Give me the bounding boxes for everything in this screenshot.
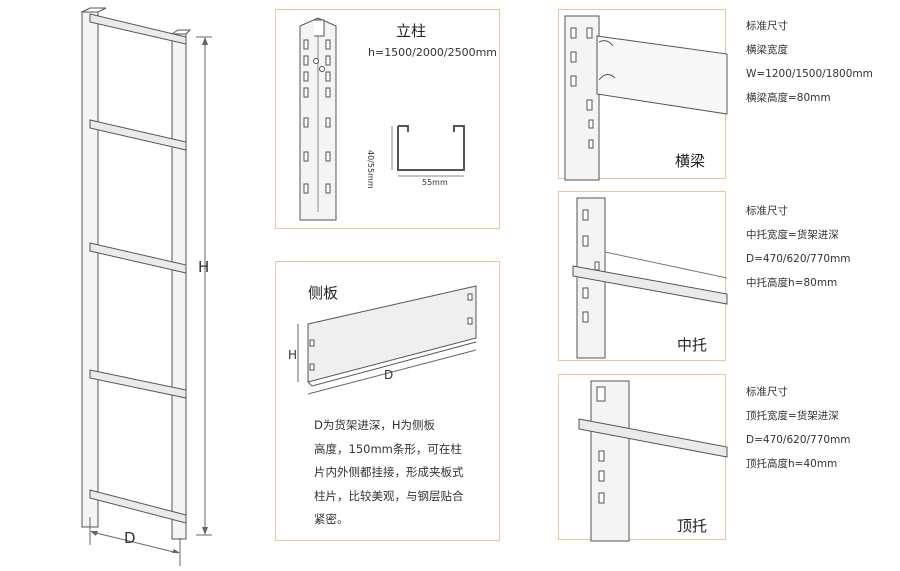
mid-spec-text: 标准尺寸 中托宽度=货架进深 D=470/620/770mm 中托高度h=80m… xyxy=(746,199,851,295)
frame-height-label: H xyxy=(198,258,210,276)
note-line: 高度，150mm条形，可在柱 xyxy=(314,441,462,456)
upright-frame-drawing xyxy=(81,7,212,566)
column-title: 立柱 xyxy=(396,22,427,40)
spec-line: 横梁宽度 xyxy=(746,44,788,56)
note-line: D为货架进深，H为侧板 xyxy=(314,418,436,432)
side-plate-depth-label: D xyxy=(384,368,394,382)
side-plate-note: D为货架进深，H为侧板 高度，150mm条形，可在柱 片内外侧都挂接，形成夹板式… xyxy=(314,414,464,532)
side-plate-title: 侧板 xyxy=(308,284,339,302)
column-panel: 立柱 h=1500/2000/2500mm 40/55mm 55mm xyxy=(275,9,500,229)
top-bracket-drawing xyxy=(578,380,728,542)
beam-drawing xyxy=(564,15,728,181)
side-plate-height-label: H xyxy=(288,348,298,362)
mid-bracket-drawing xyxy=(572,197,728,359)
spec-line: 横梁高度=80mm xyxy=(746,92,831,104)
side-plate-drawing xyxy=(297,285,477,395)
spec-line: 标准尺寸 xyxy=(746,20,788,32)
top-bracket-title: 顶托 xyxy=(677,517,708,535)
spec-line: D=470/620/770mm xyxy=(746,253,851,265)
spec-line: 标准尺寸 xyxy=(746,386,788,398)
spec-line: 顶托宽度=货架进深 xyxy=(746,410,839,422)
spec-line: D=470/620/770mm xyxy=(746,434,851,446)
beam-spec-text: 标准尺寸 横梁宽度 W=1200/1500/1800mm 横梁高度=80mm xyxy=(746,14,873,110)
spec-line: 顶托高度h=40mm xyxy=(746,458,838,470)
column-height-spec: h=1500/2000/2500mm xyxy=(368,46,498,59)
mid-bracket-panel: 中托 xyxy=(558,191,728,361)
side-plate-panel: 侧板 H D D为货架进深，H为侧板 高度，150mm条形，可在柱 片内外侧都挂… xyxy=(275,261,500,541)
column-drawing xyxy=(299,17,337,221)
column-section-drawing xyxy=(391,125,465,177)
spec-line: 中托高度h=80mm xyxy=(746,277,838,289)
mid-bracket-title: 中托 xyxy=(677,336,708,354)
note-line: 紧密。 xyxy=(314,512,349,526)
note-line: 柱片，比较美观，与钢层贴合 xyxy=(314,488,464,503)
note-line: 片内外侧都挂接，形成夹板式 xyxy=(314,465,464,479)
column-section-height: 40/55mm xyxy=(366,150,375,189)
column-section-width: 55mm xyxy=(422,178,448,187)
spec-line: 标准尺寸 xyxy=(746,205,788,217)
beam-panel: 横梁 xyxy=(558,9,728,181)
beam-title: 横梁 xyxy=(675,152,706,170)
top-bracket-panel: 顶托 xyxy=(558,374,728,542)
frame-depth-label: D xyxy=(124,529,136,547)
spec-line: 中托宽度=货架进深 xyxy=(746,229,839,241)
top-spec-text: 标准尺寸 顶托宽度=货架进深 D=470/620/770mm 顶托高度h=40m… xyxy=(746,380,851,476)
spec-line: W=1200/1500/1800mm xyxy=(746,68,873,80)
